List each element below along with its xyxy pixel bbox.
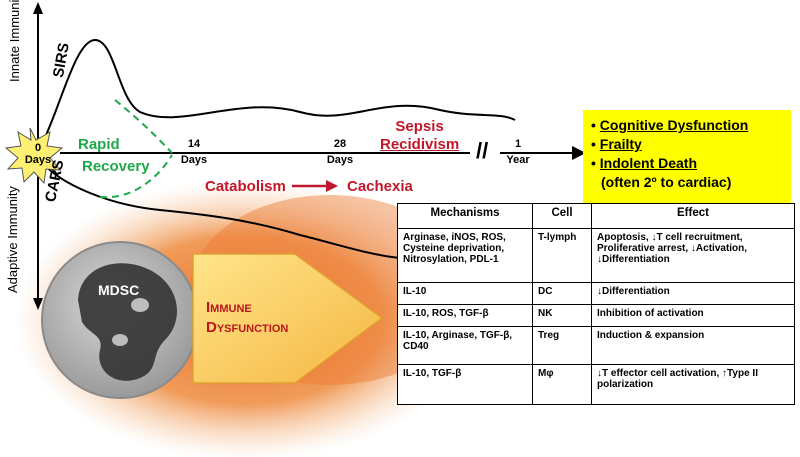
tick-1-unit: Year	[506, 154, 530, 166]
cell-effect: Induction & expansion	[591, 326, 795, 365]
timeline-arrow	[572, 146, 586, 160]
header-effect: Effect	[591, 203, 795, 229]
start-num: 0	[34, 142, 42, 154]
immune-text: Immune	[206, 299, 252, 316]
tick-28-unit: Days	[326, 154, 354, 166]
cell-cell: Treg	[532, 326, 592, 365]
frailty-text: Frailty	[599, 136, 642, 152]
header-mechanisms: Mechanisms	[397, 203, 533, 229]
outcomes-box: • Cognitive Dysfunction • Frailty • Indo…	[583, 110, 791, 207]
innate-text: Innate Immunity	[7, 0, 22, 82]
tick-1-year: 1 Year	[503, 138, 533, 166]
cell-effect: Inhibition of activation	[591, 304, 795, 327]
sirs-curve	[39, 38, 516, 149]
cars-curve	[39, 159, 401, 259]
cell-effect: ↓Differentiation	[591, 282, 795, 305]
catabolism-arrow-head	[326, 180, 338, 192]
adaptive-text: Adaptive Immunity	[5, 186, 20, 293]
mechanisms-table: Mechanisms Cell Effect Arginase, iNOS, R…	[397, 203, 795, 405]
start-starburst	[4, 127, 64, 185]
axis-arrow-down	[33, 298, 43, 310]
immune-dysfunction-arrow	[192, 253, 384, 384]
tick-1-num: 1	[514, 138, 522, 150]
cognitive-text: Cognitive Dysfunction	[599, 117, 749, 133]
table-row: IL-10, Arginase, TGF-β, CD40 Treg Induct…	[397, 326, 795, 365]
cell-mechanism: Arginase, iNOS, ROS, Cysteine deprivatio…	[397, 228, 533, 283]
mdsc-nucleus	[78, 263, 177, 381]
table-row: IL-10, ROS, TGF-β NK Inhibition of activ…	[397, 304, 795, 327]
adaptive-immunity-label: Adaptive Immunity	[5, 186, 20, 293]
tick-14: 14 Days	[174, 138, 214, 166]
bullet: •	[591, 136, 596, 152]
cell-mechanism: IL-10, TGF-β	[397, 364, 533, 405]
table-row: IL-10, TGF-β Mφ ↓T effector cell activat…	[397, 364, 795, 405]
cell-effect: Apoptosis, ↓T cell recruitment, Prolifer…	[591, 228, 795, 283]
cell-effect: ↓T effector cell activation, ↑Type II po…	[591, 364, 795, 405]
start-label: 0 Days	[20, 142, 56, 166]
table-row: IL-10 DC ↓Differentiation	[397, 282, 795, 305]
cell-cell: T-lymph	[532, 228, 592, 283]
tick-28: 28 Days	[320, 138, 360, 166]
outcome-cognitive: • Cognitive Dysfunction	[591, 116, 783, 135]
cachexia-label: Cachexia	[347, 178, 413, 195]
axis-arrow-up	[33, 2, 43, 14]
indolent-text: Indolent Death	[599, 155, 698, 171]
timeline-break: //	[476, 138, 489, 163]
outcome-frailty: • Frailty	[591, 135, 783, 154]
catabolism-label: Catabolism	[205, 178, 286, 195]
sepsis-recidivism-label: Sepsis Recidivism	[380, 118, 459, 154]
table-header-row: Mechanisms Cell Effect	[397, 203, 795, 229]
tick-14-unit: Days	[180, 154, 208, 166]
sepsis-text: Sepsis	[395, 118, 444, 135]
cell-mechanism: IL-10	[397, 282, 533, 305]
innate-immunity-label: Innate Immunity	[7, 0, 22, 82]
cell-cell: NK	[532, 304, 592, 327]
cell-cell: DC	[532, 282, 592, 305]
recovery-label: Recovery	[82, 158, 150, 175]
cell-mechanism: IL-10, Arginase, TGF-β, CD40	[397, 326, 533, 365]
rapid-label: Rapid	[78, 136, 120, 153]
table-row: Arginase, iNOS, ROS, Cysteine deprivatio…	[397, 228, 795, 283]
recidivism-text: Recidivism	[380, 136, 460, 153]
tick-14-num: 14	[187, 138, 201, 150]
outcome-cardiac: (often 2º to cardiac)	[601, 174, 732, 190]
cell-mechanism: IL-10, ROS, TGF-β	[397, 304, 533, 327]
start-unit: Days	[24, 154, 52, 166]
outcome-indolent: • Indolent Death	[591, 154, 783, 173]
bullet: •	[591, 117, 596, 133]
mdsc-label: MDSC	[98, 282, 140, 298]
cell-cell: Mφ	[532, 364, 592, 405]
rapid-recovery-upper	[114, 99, 173, 154]
header-cell: Cell	[532, 203, 592, 229]
bullet: •	[591, 155, 596, 171]
immune-dysfunction-label: Immune Dysfunction	[206, 298, 288, 338]
dysfunction-text: Dysfunction	[206, 319, 289, 336]
tick-28-num: 28	[333, 138, 347, 150]
